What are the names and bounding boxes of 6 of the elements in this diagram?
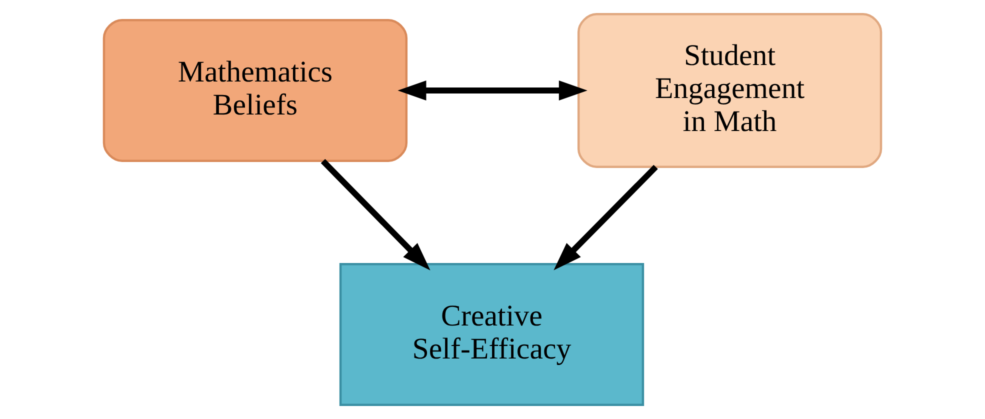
arrow [320,158,430,270]
node-box: Creative Self-Efficacy [339,263,644,406]
node-box: Mathematics Beliefs [102,18,408,162]
arrow [398,80,588,100]
node-box: Student Engagement in Math [577,13,882,168]
arrow [554,164,658,270]
